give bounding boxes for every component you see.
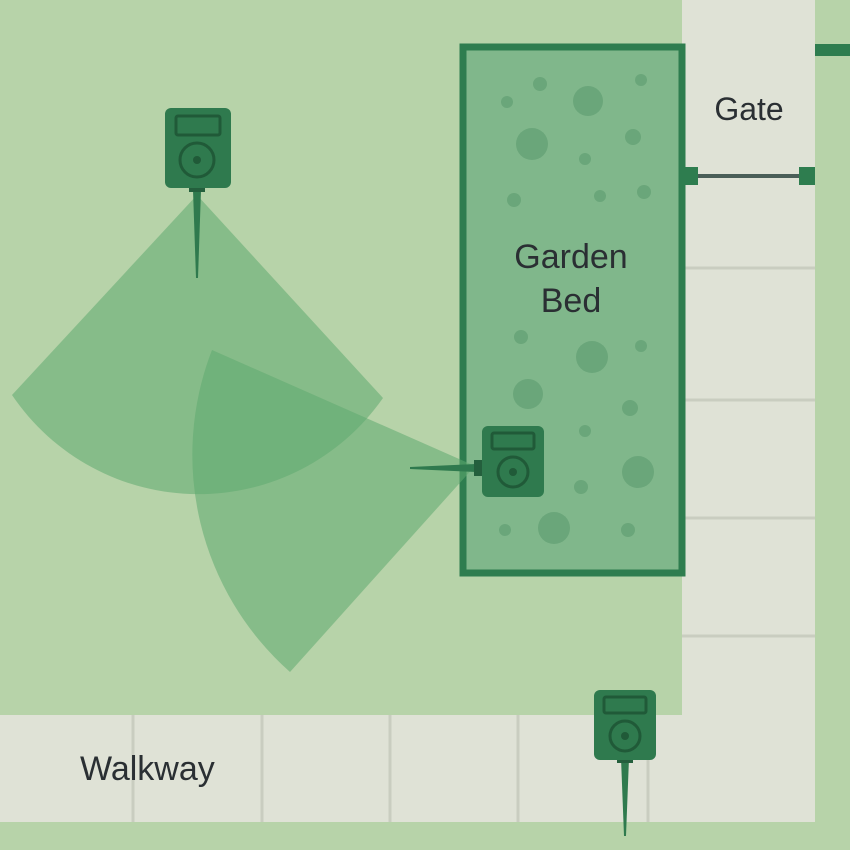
sprinkler-sensor-walkway[interactable]: [594, 690, 656, 836]
walkway: [0, 715, 815, 822]
sprinkler-sensor-bed[interactable]: [410, 426, 544, 497]
gate[interactable]: [682, 167, 815, 185]
walkway-label: Walkway: [80, 750, 215, 788]
coverage-cone-bed: [192, 350, 475, 672]
garden-bed: [459, 43, 686, 577]
sprinkler-sensor-top[interactable]: [165, 108, 231, 278]
side-path: [682, 0, 815, 822]
sensor-icon: [496, 455, 530, 489]
sensor-icon: [178, 141, 216, 179]
fence-line: [815, 44, 850, 56]
garden-bed-label-2: Bed: [541, 282, 602, 320]
garden-bed-label-1: Garden: [514, 238, 627, 276]
gate-label: Gate: [714, 91, 783, 127]
sensor-icon: [608, 719, 642, 753]
